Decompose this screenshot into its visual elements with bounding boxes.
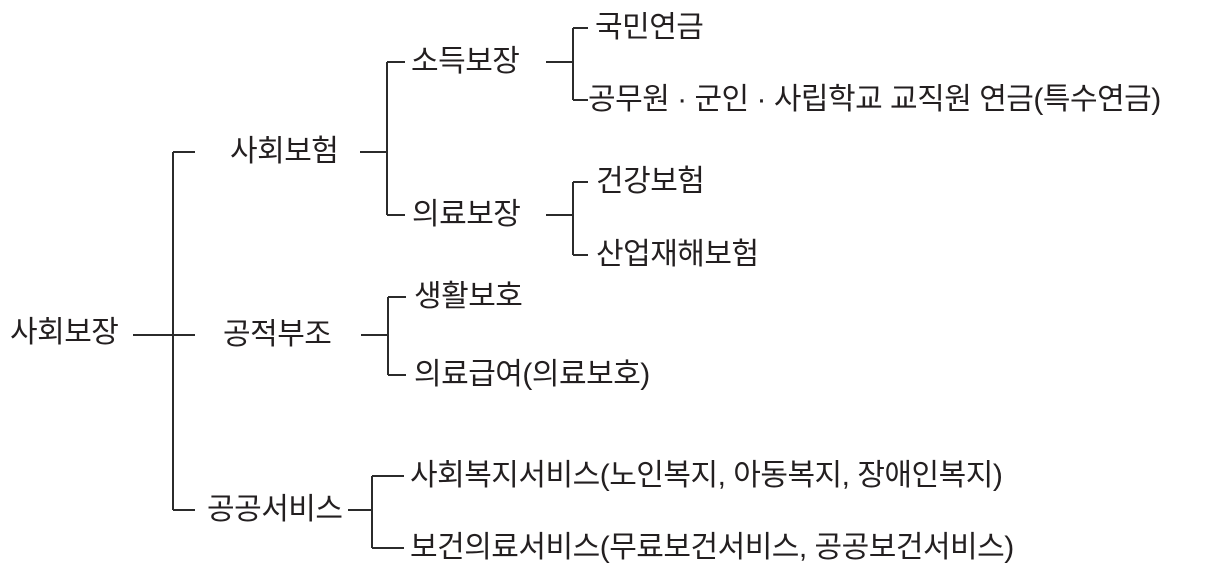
leaf-industrial-accident-insurance: 산업재해보험	[596, 237, 759, 271]
leaf-medical-aid: 의료급여(의료보호)	[414, 357, 650, 391]
leaf-livelihood-protection: 생활보호	[414, 279, 523, 313]
branch-public-assistance: 공적부조	[223, 317, 332, 351]
leaf-health-insurance: 건강보험	[596, 164, 705, 198]
connector-income-security-bracket	[546, 27, 588, 101]
node-medical-security: 의료보장	[412, 197, 521, 231]
connector-root-bracket	[133, 151, 195, 511]
connector-medical-security-bracket	[546, 181, 588, 256]
connector-public-services-bracket	[348, 475, 404, 549]
connector-public-assistance-bracket	[361, 296, 406, 376]
leaf-social-welfare-services: 사회복지서비스(노인복지, 아동복지, 장애인복지)	[410, 458, 1003, 492]
leaf-special-pension: 공무원 · 군인 · 사립학교 교직원 연금(특수연금)	[588, 82, 1161, 116]
branch-social-insurance: 사회보험	[230, 134, 339, 168]
connector-social-insurance-bracket	[360, 61, 405, 216]
node-income-security: 소득보장	[411, 44, 520, 78]
leaf-national-pension: 국민연금	[595, 10, 704, 44]
branch-public-services: 공공서비스	[207, 492, 343, 526]
root-node-social-security: 사회보장	[10, 315, 119, 349]
leaf-health-medical-services: 보건의료서비스(무료보건서비스, 공공보건서비스)	[410, 530, 1014, 564]
